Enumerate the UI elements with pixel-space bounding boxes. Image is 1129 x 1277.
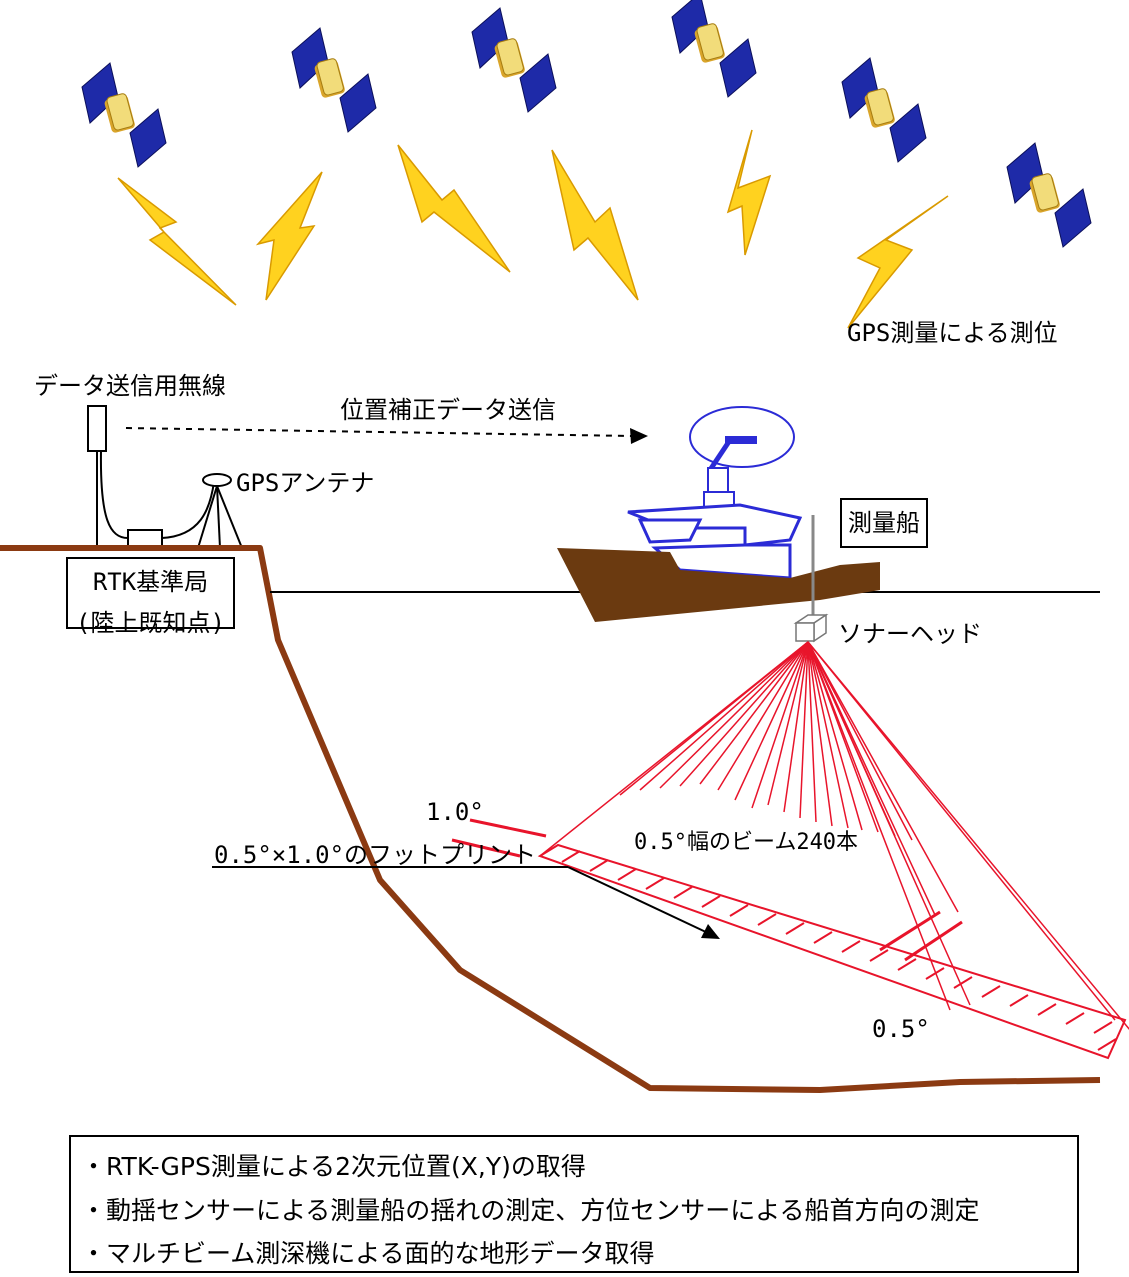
lightning-icon — [726, 129, 772, 256]
gps-positioning-label: GPS測量による測位 — [847, 319, 1058, 347]
angle-mark — [904, 920, 963, 962]
angle-mark — [451, 838, 521, 858]
satellite-icon — [81, 62, 167, 168]
antenna-icon — [202, 473, 232, 487]
angle-mark — [469, 818, 547, 838]
radio-transmitter-icon — [87, 405, 107, 452]
footprint-strip — [537, 843, 1127, 1060]
lightning-icon — [255, 171, 323, 301]
footprint-label: 0.5°×1.0°のフットプリント — [214, 841, 537, 869]
sonar-head-label: ソナーヘッド — [838, 620, 982, 648]
lightning-icon — [117, 177, 237, 306]
radio-label: データ送信用無線 — [34, 372, 226, 400]
satellite-icon — [291, 27, 377, 133]
ship-icon — [557, 406, 880, 622]
note-item: ・動揺センサーによる測量船の揺れの測定、方位センサーによる船首方向の測定 — [81, 1196, 980, 1225]
angle-1-label: 1.0° — [426, 798, 484, 826]
note-item: ・マルチビーム測深機による面的な地形データ取得 — [81, 1239, 655, 1268]
satellite-icon — [841, 57, 927, 163]
rtk-line1: RTK基準局 — [92, 568, 209, 596]
lightning-icon — [551, 149, 639, 301]
correction-arrow — [125, 427, 633, 437]
receiver-box — [127, 529, 163, 547]
gps-antenna-label: GPSアンテナ — [236, 469, 375, 497]
satellite-icon — [1006, 142, 1092, 248]
beam-fan — [539, 641, 1129, 1030]
lightning-icon — [847, 195, 949, 329]
correction-label: 位置補正データ送信 — [340, 396, 556, 424]
notes-box: ・RTK-GPS測量による2次元位置(X,Y)の取得 ・動揺センサーによる測量船… — [69, 1135, 1079, 1273]
note-item: ・RTK-GPS測量による2次元位置(X,Y)の取得 — [81, 1152, 586, 1181]
beam-count-label: 0.5°幅のビーム240本 — [634, 830, 859, 855]
seabed-profile — [0, 545, 1101, 1093]
footprint-leader — [567, 866, 709, 934]
lightning-icon — [397, 144, 511, 273]
satellite-icon — [471, 7, 557, 113]
sonar-head-icon — [793, 613, 829, 643]
satellite-icon — [671, 0, 757, 98]
angle-mark — [879, 910, 941, 952]
angle-05-label: 0.5° — [872, 1015, 930, 1043]
rtk-line2: (陸上既知点) — [76, 609, 225, 637]
rtk-station-label: RTK基準局 (陸上既知点) — [66, 557, 235, 637]
survey-ship-label: 測量船 — [840, 498, 928, 548]
